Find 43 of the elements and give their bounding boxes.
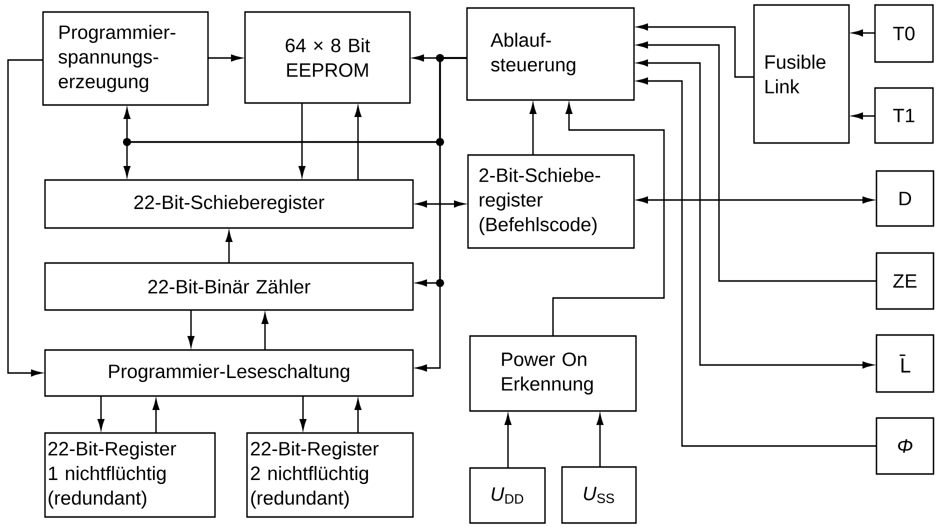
block-box: 22-Bit-Register 1 nichtflüchtig (redundant) [44, 432, 216, 518]
arrow [208, 54, 242, 62]
arrow [552, 103, 665, 336]
signal-box: U$_{DD}$ [469, 467, 546, 524]
block-box: 22-Bit-Binär Zähler [44, 262, 414, 311]
block-box: Programmier-Leseschaltung [44, 349, 414, 397]
arrow [637, 196, 874, 204]
arrow [416, 200, 465, 208]
arrow [637, 24, 754, 78]
arrow [226, 231, 232, 263]
block-box: Fusible Link [753, 4, 850, 144]
arrow [188, 310, 194, 347]
arrow [852, 30, 875, 36]
block-box: 22-Bit-Schieberegister [44, 179, 414, 229]
arrow [262, 313, 268, 350]
arrow [300, 396, 306, 430]
signal-box: T0 [874, 4, 934, 63]
signal-box: U$_{SS}$ [561, 466, 637, 524]
arrow [637, 42, 876, 282]
signal-box: T1 [874, 87, 934, 144]
block-box: Programmier- spannungs- erzeugung [42, 11, 209, 106]
signal-box: Φ [876, 417, 934, 475]
block-box: Ablauf- steuerung [466, 7, 635, 101]
signal-box: ZE [876, 252, 934, 310]
arrow [530, 103, 536, 155]
arrow [596, 414, 604, 467]
arrow [98, 396, 104, 430]
block-box: 2-Bit-Schiebe- register (Befehlscode) [467, 154, 635, 249]
arrow [852, 112, 875, 120]
arrow [637, 60, 874, 368]
arrow [354, 399, 362, 433]
arrow [354, 106, 362, 180]
signal-box: D [876, 170, 934, 227]
block-box: 22-Bit-Register 2 nichtflüchtig (redundant) [246, 432, 414, 518]
arrow [637, 78, 876, 447]
block-box: Power On Erkennung [469, 335, 637, 412]
arrow [298, 103, 306, 177]
block-box: 64 × 8 Bit EEPROM [244, 11, 411, 104]
signal-box: L̄ [876, 334, 934, 393]
arrow [152, 399, 160, 433]
arrow [416, 57, 467, 372]
arrow [504, 414, 512, 468]
arrow [7, 59, 43, 376]
